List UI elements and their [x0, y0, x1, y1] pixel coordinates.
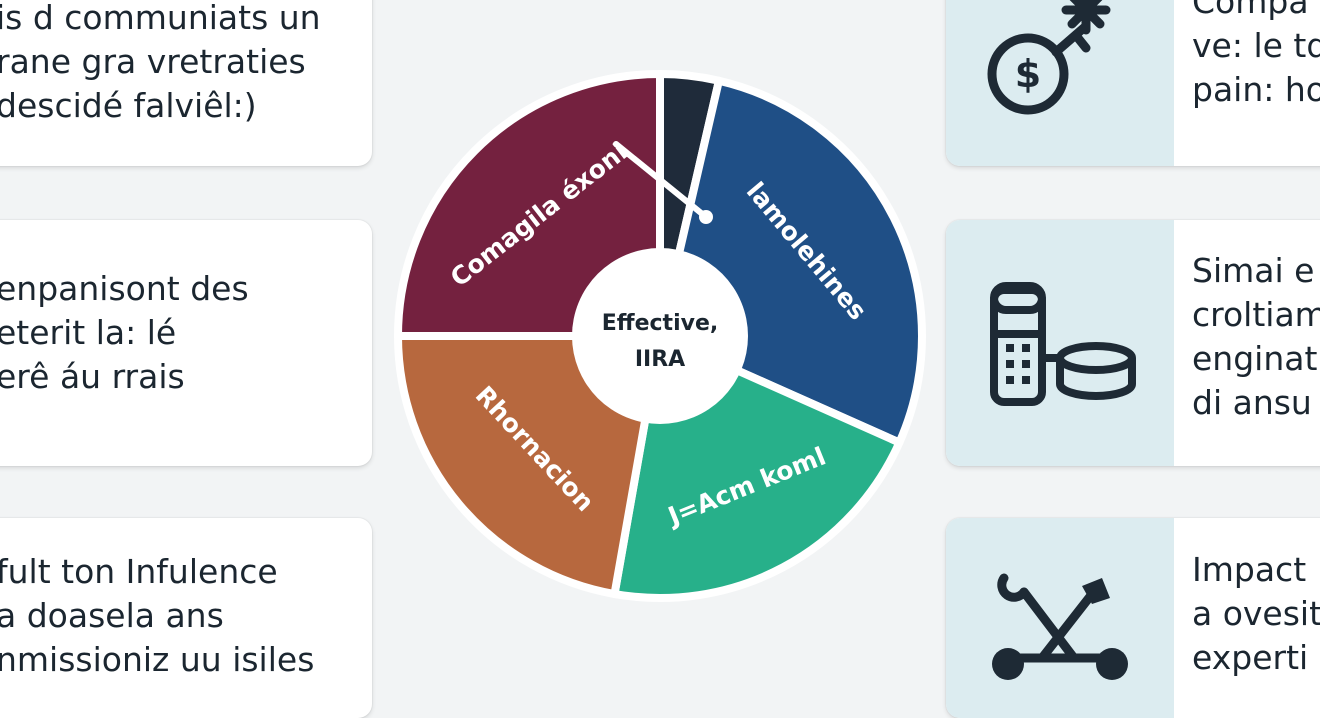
right-card-1: $ Compa ve: le tq pain: ho [946, 0, 1320, 166]
wheel-segment [394, 70, 664, 341]
card-line: enpanisont des [0, 269, 249, 308]
icon-panel: $ [946, 0, 1174, 166]
card-line: a doasela ans [0, 596, 224, 635]
left-card-2: enpanisont des eterit la: lé erê áu rrai… [0, 220, 372, 466]
card-line: fult ton Infulence [0, 552, 278, 591]
storage-drum-icon [990, 282, 1136, 406]
tools-network-icon [992, 573, 1128, 680]
icon-panel [946, 220, 1174, 466]
card-line: croltiam [1192, 295, 1320, 334]
right-card-2: Simai e croltiam enginat di ansu [946, 220, 1320, 466]
wheel-segments [394, 70, 926, 602]
card-line: Compa [1192, 0, 1309, 21]
left-card-1-text: is d communiats un rane gra vretraties d… [0, 0, 321, 128]
card-line: a ovesit [1192, 594, 1320, 633]
card-line: rane gra vretraties [0, 42, 306, 81]
right-card-3: Impact a ovesit experti [946, 518, 1320, 718]
card-line: ve: le tq [1192, 26, 1320, 65]
center-circle [572, 248, 748, 424]
right-card-2-text: Simai e croltiam enginat di ansu [1192, 249, 1320, 425]
left-card-3-text: fult ton Infulence a doasela ans nmissio… [0, 550, 314, 682]
card-line: eterit la: lé [0, 313, 177, 352]
left-card-1: is d communiats un rane gra vretraties d… [0, 0, 372, 166]
dollar-coin-key-icon: $ [987, 0, 1111, 115]
card-line: descidé falviêl:) [0, 86, 257, 125]
card-line: Impact [1192, 550, 1307, 589]
left-card-2-text: enpanisont des eterit la: lé erê áu rrai… [0, 267, 249, 399]
card-line: Simai e [1192, 251, 1315, 290]
svg-text:$: $ [1015, 52, 1041, 96]
card-line: nmissioniz uu isiles [0, 640, 315, 679]
icon-panel [946, 518, 1174, 718]
card-line: pain: ho [1192, 70, 1320, 109]
right-card-1-text: Compa ve: le tq pain: ho [1192, 0, 1320, 112]
wheel-segment [394, 332, 664, 599]
center-label-line1: Effective, [602, 311, 719, 336]
right-card-3-text: Impact a ovesit experti [1192, 548, 1320, 680]
card-line: enginat [1192, 339, 1318, 378]
center-label-line2: IIRA [635, 347, 685, 372]
card-line: experti [1192, 638, 1309, 677]
pointer-line [613, 141, 709, 220]
left-card-3: fult ton Infulence a doasela ans nmissio… [0, 518, 372, 718]
card-line: erê áu rrais [0, 357, 185, 396]
card-line: is d communiats un [0, 0, 321, 37]
pointer-dot [699, 210, 713, 224]
card-line: di ansu [1192, 383, 1312, 422]
